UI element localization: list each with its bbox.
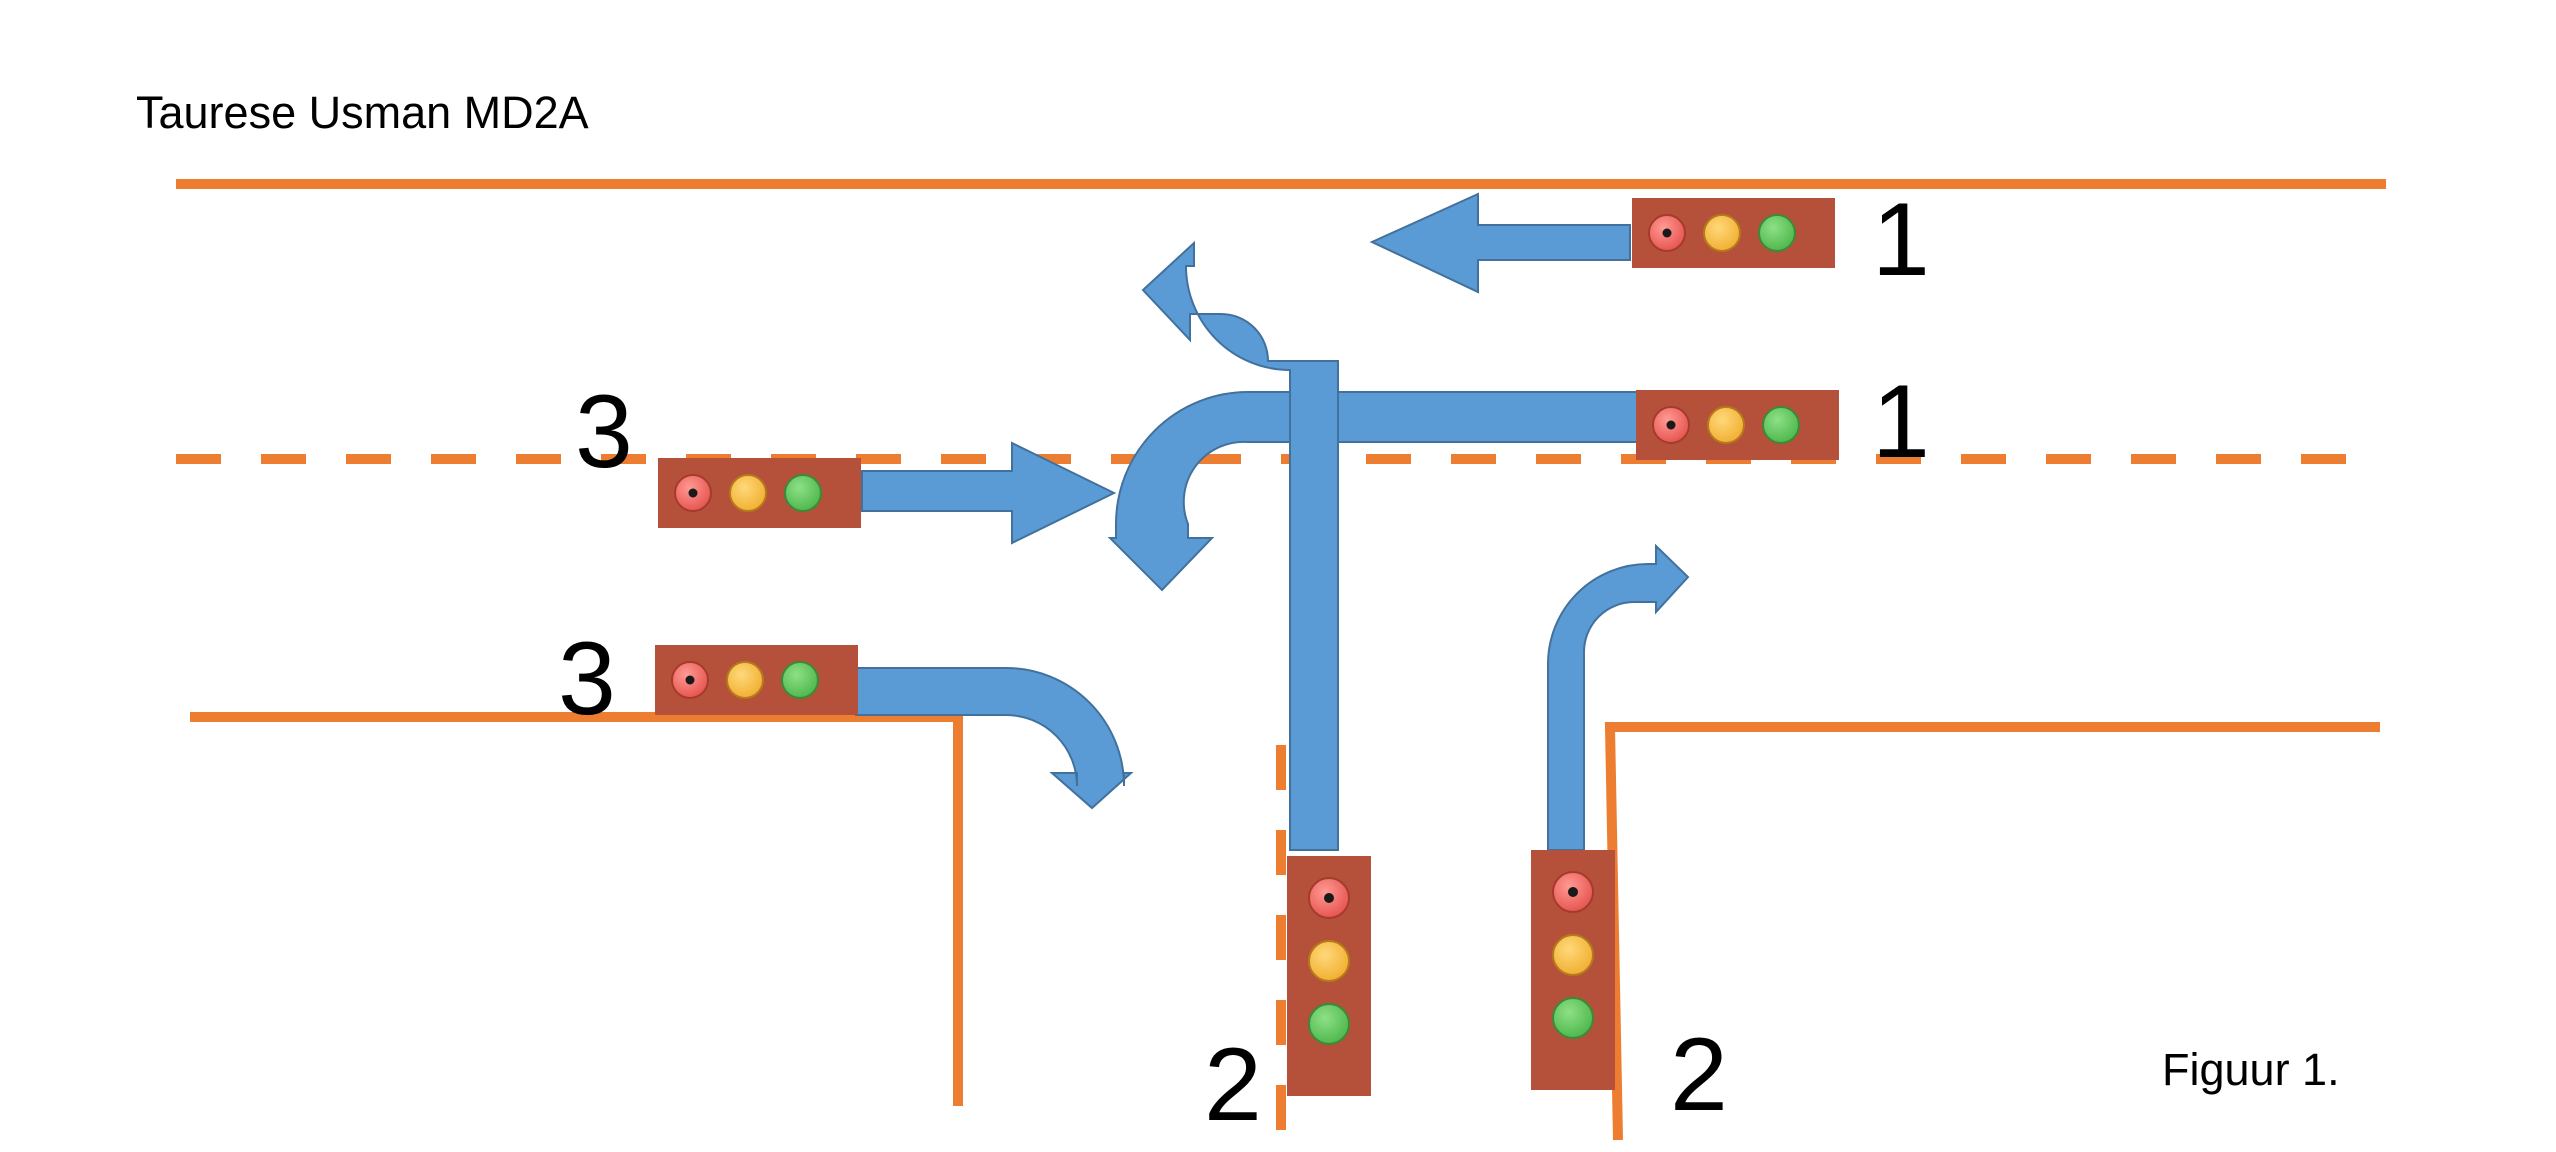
signal-number-3-lower: 3 [558, 621, 616, 737]
signal-number-1-upper: 1 [1872, 182, 1930, 298]
arrow-icon [1141, 240, 1339, 851]
author-label: Taurese Usman MD2A [136, 87, 589, 138]
figure-label: Figuur 1. [2162, 1044, 2340, 1095]
arrow-icon [861, 441, 1117, 545]
traffic-light-icon [1286, 855, 1372, 1097]
arrow-icon [1107, 391, 1639, 592]
traffic-light-icon [657, 457, 862, 529]
signal-number-3-upper: 3 [575, 374, 633, 490]
arrow-icon [1369, 192, 1631, 294]
traffic-arrows [855, 192, 1690, 851]
road-edge-bottom-left [190, 712, 963, 1106]
road-edge-bottom-right [1604, 722, 2380, 1141]
road-lines [176, 179, 2386, 1141]
signal-number-2-right: 2 [1670, 1017, 1728, 1133]
traffic-light-icon [1631, 197, 1836, 269]
arrow-icon [855, 667, 1134, 810]
signal-number-1-lower: 1 [1872, 364, 1930, 480]
traffic-light-icon [1635, 389, 1840, 461]
signal-number-2-left: 2 [1204, 1027, 1262, 1143]
arrow-icon [1547, 543, 1690, 851]
traffic-light-icon [654, 644, 859, 716]
traffic-light-icon [1530, 849, 1616, 1091]
